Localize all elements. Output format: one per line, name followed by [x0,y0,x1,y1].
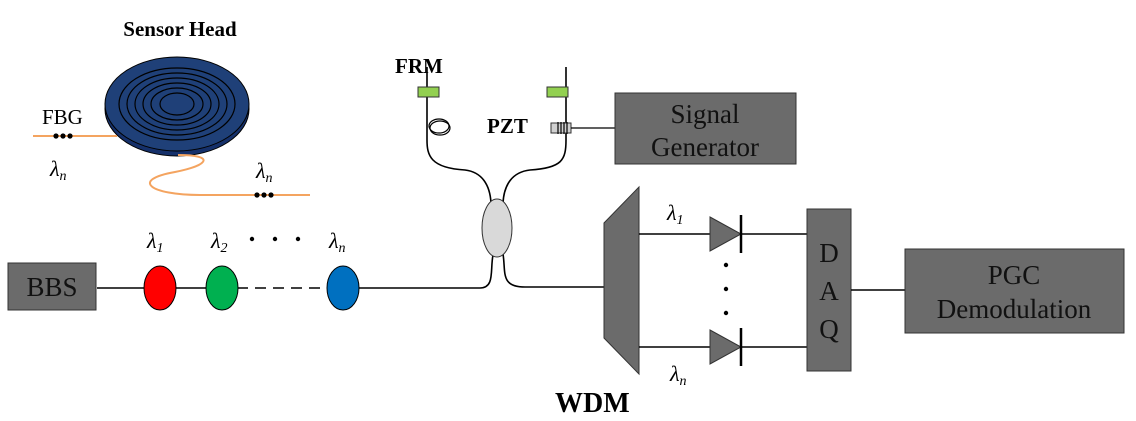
fbg-dots-left [53,133,73,139]
daq-label-a: A [819,276,839,306]
pgc-demodulation-box [904,248,1125,334]
fiber-arm-frm [426,67,492,204]
bbs-box [7,262,97,311]
fiber-coupler [481,198,513,258]
lambda-1-wdm-label: λ1 [666,200,684,228]
photodiode-1 [709,215,743,253]
fiber-coupler-wdm [502,253,604,288]
lambda-n-sensor-label: λn [255,158,273,186]
sensor-fiber-out [149,154,310,196]
pgc-label-2: Demodulation [937,294,1092,324]
pzt-label: PZT [487,114,528,138]
bbs-label: BBS [26,272,77,302]
daq-label-d: D [819,238,839,268]
grating-n [326,265,360,311]
photodiode-n [709,328,743,366]
channel-ellipsis-dots [723,262,729,316]
daq-label-q: Q [819,314,839,344]
signal-generator-label-1: Signal [670,99,739,129]
signal-generator-label-2: Generator [651,132,759,162]
lambda-n-wdm-label: λn [669,361,687,389]
frm-mirror-left [417,86,440,98]
lambda-1-label: λ1 [146,228,164,256]
frm-mirror-right [546,86,569,98]
signal-generator-box [614,92,797,165]
daq-box [806,208,852,372]
fbg-label: FBG [42,105,83,129]
ellipsis-dots [249,236,301,242]
lambda-n-label: λn [328,228,346,256]
sensor-head-label: Sensor Head [123,17,237,41]
fiber-coil-icon [428,118,451,136]
lambda-n-fbg-label: λn [49,156,67,184]
sensor-head-disk [104,56,250,157]
pzt-cylinder [550,122,572,134]
grating-2 [205,265,239,311]
fbg-dots-right [254,192,274,198]
fiber-gn-coupler [358,254,494,289]
lambda-2-label: λ2 [210,228,228,256]
wdm-demux [603,185,640,376]
frm-label: FRM [395,54,443,78]
grating-1 [143,265,177,311]
pgc-label-1: PGC [988,260,1041,290]
wdm-label: WDM [555,388,630,419]
fiber-arm-pzt [502,67,567,204]
